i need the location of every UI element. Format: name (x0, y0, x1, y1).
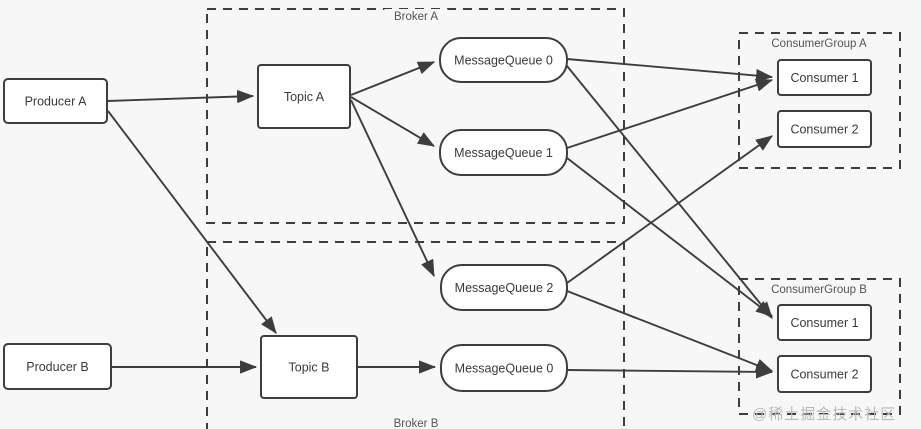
consumer-group-label-backdrop (765, 36, 873, 52)
consumer-group-boundary (738, 278, 901, 415)
message-queue-shape[interactable] (440, 264, 568, 311)
edge-mq-a-0-to-cg-a-consumer-1 (566, 58, 774, 83)
edge-mq-b-0-to-cg-b-consumer-2 (566, 365, 774, 379)
topic-label: Topic B (289, 360, 330, 374)
consumer-group-label: ConsumerGroup A (771, 38, 867, 50)
cg-b-consumer-1[interactable]: Consumer 1 (777, 304, 872, 341)
topic-label: Topic A (284, 90, 325, 104)
edge-topic-a-to-mq-a-0 (350, 61, 436, 96)
watermark: @稀土掘金技术社区 (752, 406, 896, 423)
broker-label-backdrop (384, 9, 448, 25)
message-queue-shape[interactable] (439, 37, 568, 83)
message-queue-label: MessageQueue 0 (454, 53, 553, 67)
producer-shape[interactable] (3, 343, 112, 390)
nodes-layer: Producer A Producer B Topic A MessageQueue … (3, 37, 872, 399)
mq-a-0[interactable]: MessageQueue 0 (439, 37, 568, 83)
message-queue-label: MessageQueue 0 (455, 361, 554, 375)
producer-label: Producer A (25, 94, 88, 108)
edge-mq-a-1-to-cg-a-consumer-1 (566, 78, 774, 149)
producer-shape[interactable] (3, 78, 108, 124)
message-queue-shape[interactable] (439, 129, 568, 176)
topic-a[interactable]: Topic A (257, 64, 351, 129)
topic-shape[interactable] (260, 335, 358, 399)
cg-b-consumer-2[interactable]: Consumer 2 (777, 355, 872, 393)
broker-label: Broker A (394, 11, 438, 23)
edge-topic-a-to-mq-a-2 (350, 99, 435, 278)
producer-a[interactable]: Producer A (3, 78, 108, 124)
broker-b: Broker B (206, 241, 625, 429)
consumer-label: Consumer 2 (790, 122, 858, 136)
message-queue-label: MessageQueue 1 (454, 146, 553, 160)
edge-topic-a-to-mq-a-1 (350, 96, 435, 147)
broker-boundary (206, 241, 625, 429)
watermark-label: @稀土掘金技术社区 (752, 406, 896, 423)
mq-b-0[interactable]: MessageQueue 0 (440, 344, 568, 392)
consumer-group-label: ConsumerGroup B (771, 284, 867, 296)
consumer-group-boundary (738, 32, 901, 169)
consumer-group-a: ConsumerGroup A (738, 32, 901, 169)
consumer-shape[interactable] (777, 59, 872, 96)
consumer-group-label-backdrop (765, 282, 873, 298)
edge-producer-a-to-topic-a (106, 89, 255, 104)
mq-a-2[interactable]: MessageQueue 2 (440, 264, 568, 311)
broker-label-backdrop (384, 416, 448, 429)
consumer-shape[interactable] (777, 355, 872, 393)
group-containers-layer: Broker A Broker B ConsumerGroup A ConsumerG… (206, 8, 901, 429)
mq-a-1[interactable]: MessageQueue 1 (439, 129, 568, 176)
topic-shape[interactable] (257, 64, 351, 129)
topic-b[interactable]: Topic B (260, 335, 358, 399)
consumer-label: Consumer 1 (790, 71, 858, 85)
consumer-label: Consumer 1 (790, 316, 858, 330)
consumer-shape[interactable] (777, 110, 872, 148)
edge-producer-a-to-topic-b (107, 110, 277, 334)
edge-mq-a-0-to-cg-b-consumer-1 (566, 65, 773, 319)
producer-label: Producer B (26, 360, 89, 374)
edge-mq-a-1-to-cg-b-consumer-1 (566, 157, 773, 317)
producer-b[interactable]: Producer B (3, 343, 112, 390)
consumer-shape[interactable] (777, 304, 872, 341)
edge-mq-a-2-to-cg-a-consumer-2 (566, 135, 773, 284)
message-queue-label: MessageQueue 2 (455, 281, 554, 295)
consumer-group-b: ConsumerGroup B (738, 278, 901, 415)
edges-layer (106, 58, 774, 379)
cg-a-consumer-2[interactable]: Consumer 2 (777, 110, 872, 148)
consumer-label: Consumer 2 (790, 367, 858, 381)
cg-a-consumer-1[interactable]: Consumer 1 (777, 59, 872, 96)
broker-label: Broker B (394, 418, 439, 429)
broker-a: Broker A (206, 8, 625, 224)
message-queue-shape[interactable] (440, 344, 568, 392)
edge-mq-a-2-to-cg-b-consumer-2 (566, 290, 774, 372)
